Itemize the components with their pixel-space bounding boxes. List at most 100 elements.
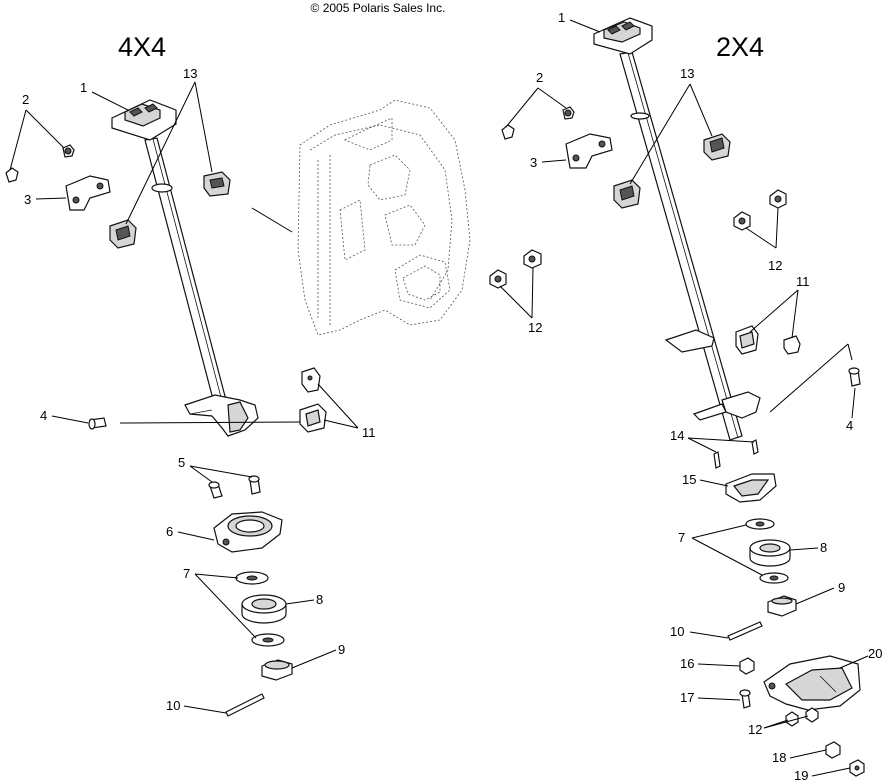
callout-18-2x4: 18	[772, 750, 786, 765]
callout-8-4x4: 8	[316, 592, 323, 607]
leader-7b-4x4	[194, 573, 257, 639]
callout-19-2x4: 19	[794, 768, 808, 783]
leader-12a-center	[499, 285, 533, 319]
pin-10-2x4	[727, 621, 763, 641]
callout-7-2x4: 7	[678, 530, 685, 545]
pin-10-4x4	[225, 693, 265, 717]
callout-11-2x4: 11	[796, 274, 810, 289]
assembly-line-4-2x4	[769, 343, 849, 413]
bracket-11a-2x4	[735, 325, 759, 355]
leader-3-2x4	[541, 159, 567, 163]
leader-9-4x4	[291, 649, 337, 669]
leader-20-2x4	[839, 655, 869, 669]
connector-13a-2x4	[703, 133, 731, 161]
leader-10-4x4	[183, 705, 227, 714]
leader-1-2x4	[569, 19, 601, 33]
assembly-line-4-4x4	[119, 421, 301, 424]
leader-7a-4x4	[194, 573, 239, 579]
callout-15-2x4: 15	[682, 472, 696, 487]
leader-12b-center	[531, 267, 534, 319]
steering-post-2x4	[619, 51, 761, 441]
leader-5b-4x4	[189, 465, 253, 478]
cover-20-2x4	[763, 655, 861, 711]
switch-4x4	[111, 99, 177, 141]
nut-12b-2x4	[769, 189, 787, 209]
callout-16-2x4: 16	[680, 656, 694, 671]
leader-16-2x4	[697, 663, 741, 667]
leader-10-2x4	[689, 631, 729, 639]
callout-10-2x4: 10	[670, 624, 684, 639]
heading-4x4: 4X4	[118, 32, 166, 62]
leader-1-4x4	[91, 91, 129, 111]
bracket-11a-4x4	[301, 367, 321, 393]
nut-16-2x4	[739, 657, 755, 675]
leader-5a-4x4	[189, 465, 213, 483]
bolt-17-2x4	[739, 689, 751, 709]
block-15-2x4	[725, 473, 777, 503]
leader-11b-4x4	[323, 419, 359, 429]
switch-2x4	[593, 17, 653, 55]
nut-12a-2x4	[733, 211, 751, 231]
callout-3-2x4: 3	[530, 155, 537, 170]
leader-9-2x4	[795, 587, 835, 605]
callout-8-2x4: 8	[820, 540, 827, 555]
bearing-housing-6-4x4	[213, 511, 283, 553]
callout-12-center: 12	[528, 320, 542, 335]
leader-17-2x4	[697, 697, 741, 701]
callout-2-2x4: 2	[536, 70, 543, 85]
leader-2b-4x4	[25, 109, 65, 149]
leader-11b-2x4	[791, 289, 799, 339]
callout-20-2x4: 20	[868, 646, 882, 661]
nut-12d-2x4	[805, 707, 819, 723]
washer-7b-2x4	[759, 572, 789, 584]
leader-14a-2x4	[687, 437, 717, 453]
bolt-14a-2x4	[713, 451, 721, 469]
heading-2x4: 2X4	[716, 32, 764, 62]
callout-6-4x4: 6	[166, 524, 173, 539]
leader-11a-4x4	[317, 383, 359, 429]
leader-6-4x4	[177, 531, 215, 541]
callout-12-bottom-2x4: 12	[748, 722, 762, 737]
leader-19-2x4	[811, 767, 851, 777]
callout-3-4x4: 3	[24, 192, 31, 207]
bushing-8-2x4	[749, 539, 791, 567]
screw-2a-2x4	[501, 124, 515, 140]
leader-18-2x4	[789, 749, 827, 759]
leader-12d-2x4	[763, 715, 809, 729]
leader-7b-2x4	[691, 537, 763, 576]
callout-2-4x4: 2	[22, 92, 29, 107]
leader-2a-2x4	[505, 87, 539, 128]
assembly-line-4b-2x4	[847, 343, 853, 361]
callout-9-4x4: 9	[338, 642, 345, 657]
callout-17-2x4: 17	[680, 690, 694, 705]
screw-19-2x4	[849, 759, 865, 777]
washer-7a-2x4	[745, 518, 775, 530]
screw-2a-4x4	[5, 167, 19, 183]
washer-7b-4x4	[251, 633, 285, 647]
leader-13a-4x4	[194, 81, 213, 173]
leader-4-2x4	[851, 387, 856, 419]
callout-4-4x4: 4	[40, 408, 47, 423]
copyright-text: © 2005 Polaris Sales Inc.	[311, 1, 446, 15]
connector-13a-4x4	[203, 171, 231, 197]
leader-8-2x4	[789, 547, 819, 551]
callout-4-2x4: 4	[846, 418, 853, 433]
callout-14-2x4: 14	[670, 428, 684, 443]
steering-post-4x4	[144, 137, 259, 437]
callout-13-4x4: 13	[183, 66, 197, 81]
bolt-5a-4x4	[208, 481, 223, 499]
callout-12-2x4: 12	[768, 258, 782, 273]
connector-13b-2x4	[613, 179, 641, 209]
bolt-4-4x4	[88, 417, 107, 430]
washer-7a-4x4	[235, 571, 269, 585]
callout-1-4x4: 1	[80, 80, 87, 95]
leader-15-2x4	[699, 479, 729, 487]
collar-9-4x4	[261, 659, 293, 681]
callout-1-2x4: 1	[558, 10, 565, 25]
leader-12b-2x4	[775, 207, 779, 249]
bracket-11b-4x4	[299, 403, 327, 433]
leader-13b-2x4	[629, 83, 691, 185]
leader-2b-2x4	[537, 87, 567, 109]
leader-11a-2x4	[749, 289, 799, 333]
